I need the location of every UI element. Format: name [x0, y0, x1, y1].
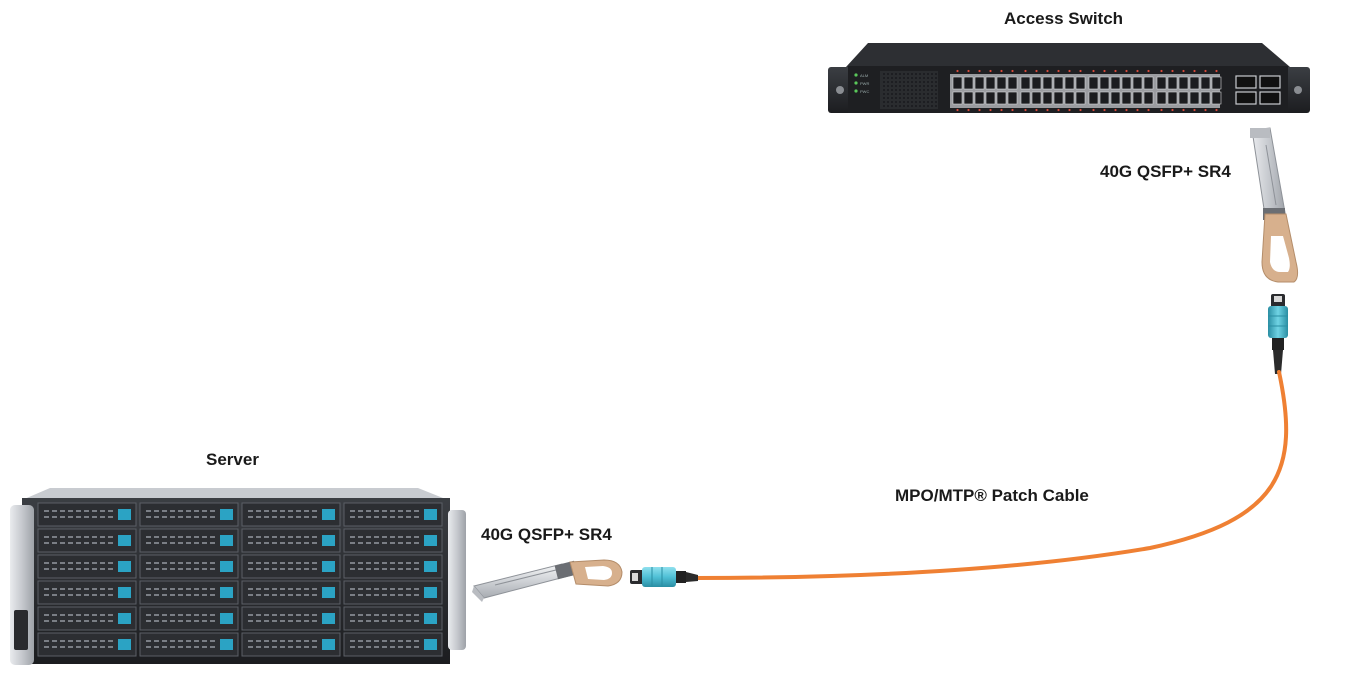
- rj45-port: [1064, 76, 1075, 90]
- rj45-port: [1042, 76, 1053, 90]
- rj45-port: [1064, 91, 1075, 105]
- rj45-port: [952, 76, 963, 90]
- rj45-port: [1132, 76, 1143, 90]
- rj45-port: [1031, 91, 1042, 105]
- rj45-port: [1088, 76, 1099, 90]
- led-label-pwr: PWR: [860, 81, 869, 86]
- rj45-port: [1110, 76, 1121, 90]
- rj45-port: [1143, 91, 1154, 105]
- drive-bay: [343, 554, 443, 579]
- drive-bay: [343, 606, 443, 631]
- rj45-port: [1053, 76, 1064, 90]
- rj45-port: [1075, 76, 1086, 90]
- screw-icon: [1294, 86, 1302, 94]
- drive-bay: [241, 502, 341, 527]
- drive-bay: [241, 528, 341, 553]
- mpo-connector-top: [1268, 294, 1288, 374]
- rj45-port: [985, 91, 996, 105]
- access-switch-label: Access Switch: [1004, 9, 1124, 28]
- right-rack-handle: [448, 510, 466, 650]
- rj45-port: [1031, 76, 1042, 90]
- rj45-port: [1099, 91, 1110, 105]
- sfp-cage: [1259, 91, 1281, 105]
- mpo-patch-cable: [693, 370, 1289, 580]
- rj45-port: [1178, 76, 1189, 90]
- rj45-port: [1167, 91, 1178, 105]
- qsfp-transceiver-bottom: [472, 559, 623, 602]
- rj45-port: [1156, 91, 1167, 105]
- drive-bay: [343, 632, 443, 657]
- sfp-cage: [1235, 91, 1257, 105]
- drive-bay: [343, 528, 443, 553]
- server: [10, 488, 466, 665]
- rj45-port: [1053, 91, 1064, 105]
- sfp-cage: [1235, 75, 1257, 89]
- rj45-port: [985, 76, 996, 90]
- rj45-port: [1167, 76, 1178, 90]
- qsfp-transceiver-top: [1250, 127, 1299, 283]
- rj45-port: [1189, 76, 1200, 90]
- rj45-port: [1200, 91, 1211, 105]
- drive-bay: [139, 580, 239, 605]
- server-label: Server: [206, 450, 259, 469]
- drive-bay: [241, 606, 341, 631]
- sfp-cage: [1259, 75, 1281, 89]
- rj45-port: [1211, 76, 1222, 90]
- rj45-port: [952, 91, 963, 105]
- qsfp-top-label: 40G QSFP+ SR4: [1100, 162, 1231, 181]
- drive-bay: [343, 580, 443, 605]
- rj45-port: [1121, 76, 1132, 90]
- drive-bay: [241, 632, 341, 657]
- rj45-port: [1132, 91, 1143, 105]
- rj45-port: [996, 91, 1007, 105]
- rj45-port: [1143, 76, 1154, 90]
- drive-bay: [241, 580, 341, 605]
- patch-cable-label: MPO/MTP® Patch Cable: [895, 486, 1089, 505]
- rj45-port: [1020, 76, 1031, 90]
- drive-bay: [37, 632, 137, 657]
- rj45-port: [1088, 91, 1099, 105]
- mpo-connector-bottom: [630, 567, 698, 587]
- rj45-port: [1007, 76, 1018, 90]
- led-label-pwc: PWC: [860, 89, 869, 94]
- screw-icon: [836, 86, 844, 94]
- rj45-port: [1099, 76, 1110, 90]
- rj45-port: [1007, 91, 1018, 105]
- rj45-port: [1200, 76, 1211, 90]
- rj45-port: [1189, 91, 1200, 105]
- rj45-port: [996, 76, 1007, 90]
- status-leds: ALM PWR PWC: [854, 73, 869, 94]
- drive-bay: [241, 554, 341, 579]
- drive-bay: [139, 606, 239, 631]
- qsfp-bottom-label: 40G QSFP+ SR4: [481, 525, 612, 544]
- drive-bay: [139, 554, 239, 579]
- access-switch: ALM PWR PWC: [828, 43, 1310, 113]
- rj45-port: [1075, 91, 1086, 105]
- rj45-port: [1211, 91, 1222, 105]
- rj45-port: [1110, 91, 1121, 105]
- rj45-port: [1156, 76, 1167, 90]
- rj45-port: [974, 76, 985, 90]
- drive-bay: [37, 606, 137, 631]
- drive-bay: [139, 528, 239, 553]
- rj45-port: [963, 76, 974, 90]
- rj45-port: [1121, 91, 1132, 105]
- drive-bay: [139, 502, 239, 527]
- rj45-port: [1178, 91, 1189, 105]
- rj45-port: [963, 91, 974, 105]
- rj45-port: [974, 91, 985, 105]
- drive-bay: [37, 554, 137, 579]
- rj45-port: [1020, 91, 1031, 105]
- drive-bay: [37, 502, 137, 527]
- drive-bay: [343, 502, 443, 527]
- drive-bay: [139, 632, 239, 657]
- rj45-port: [1042, 91, 1053, 105]
- drive-bay: [37, 528, 137, 553]
- led-label-alm: ALM: [860, 73, 868, 78]
- drive-bay: [37, 580, 137, 605]
- front-control-panel: [14, 610, 28, 650]
